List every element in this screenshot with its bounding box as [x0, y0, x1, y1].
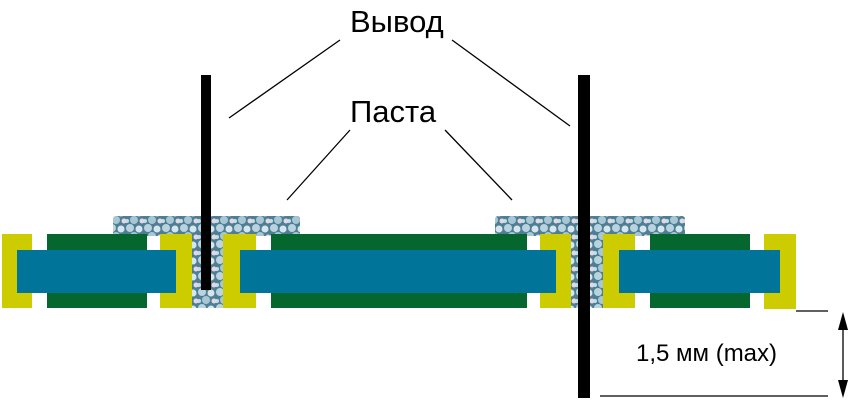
component-3 [603, 234, 796, 309]
arrow-down-icon [838, 380, 848, 398]
lead-right [578, 75, 590, 398]
callout-lines [228, 39, 571, 201]
component-1 [2, 234, 192, 308]
paste-label: Паста [350, 94, 437, 129]
dimension-label: 1,5 мм (max) [636, 340, 778, 367]
component-2 [223, 234, 571, 308]
lead-label: Вывод [350, 4, 444, 39]
lead-left [201, 75, 211, 290]
dimension-marker [600, 310, 844, 397]
arrow-up-icon [838, 312, 848, 330]
